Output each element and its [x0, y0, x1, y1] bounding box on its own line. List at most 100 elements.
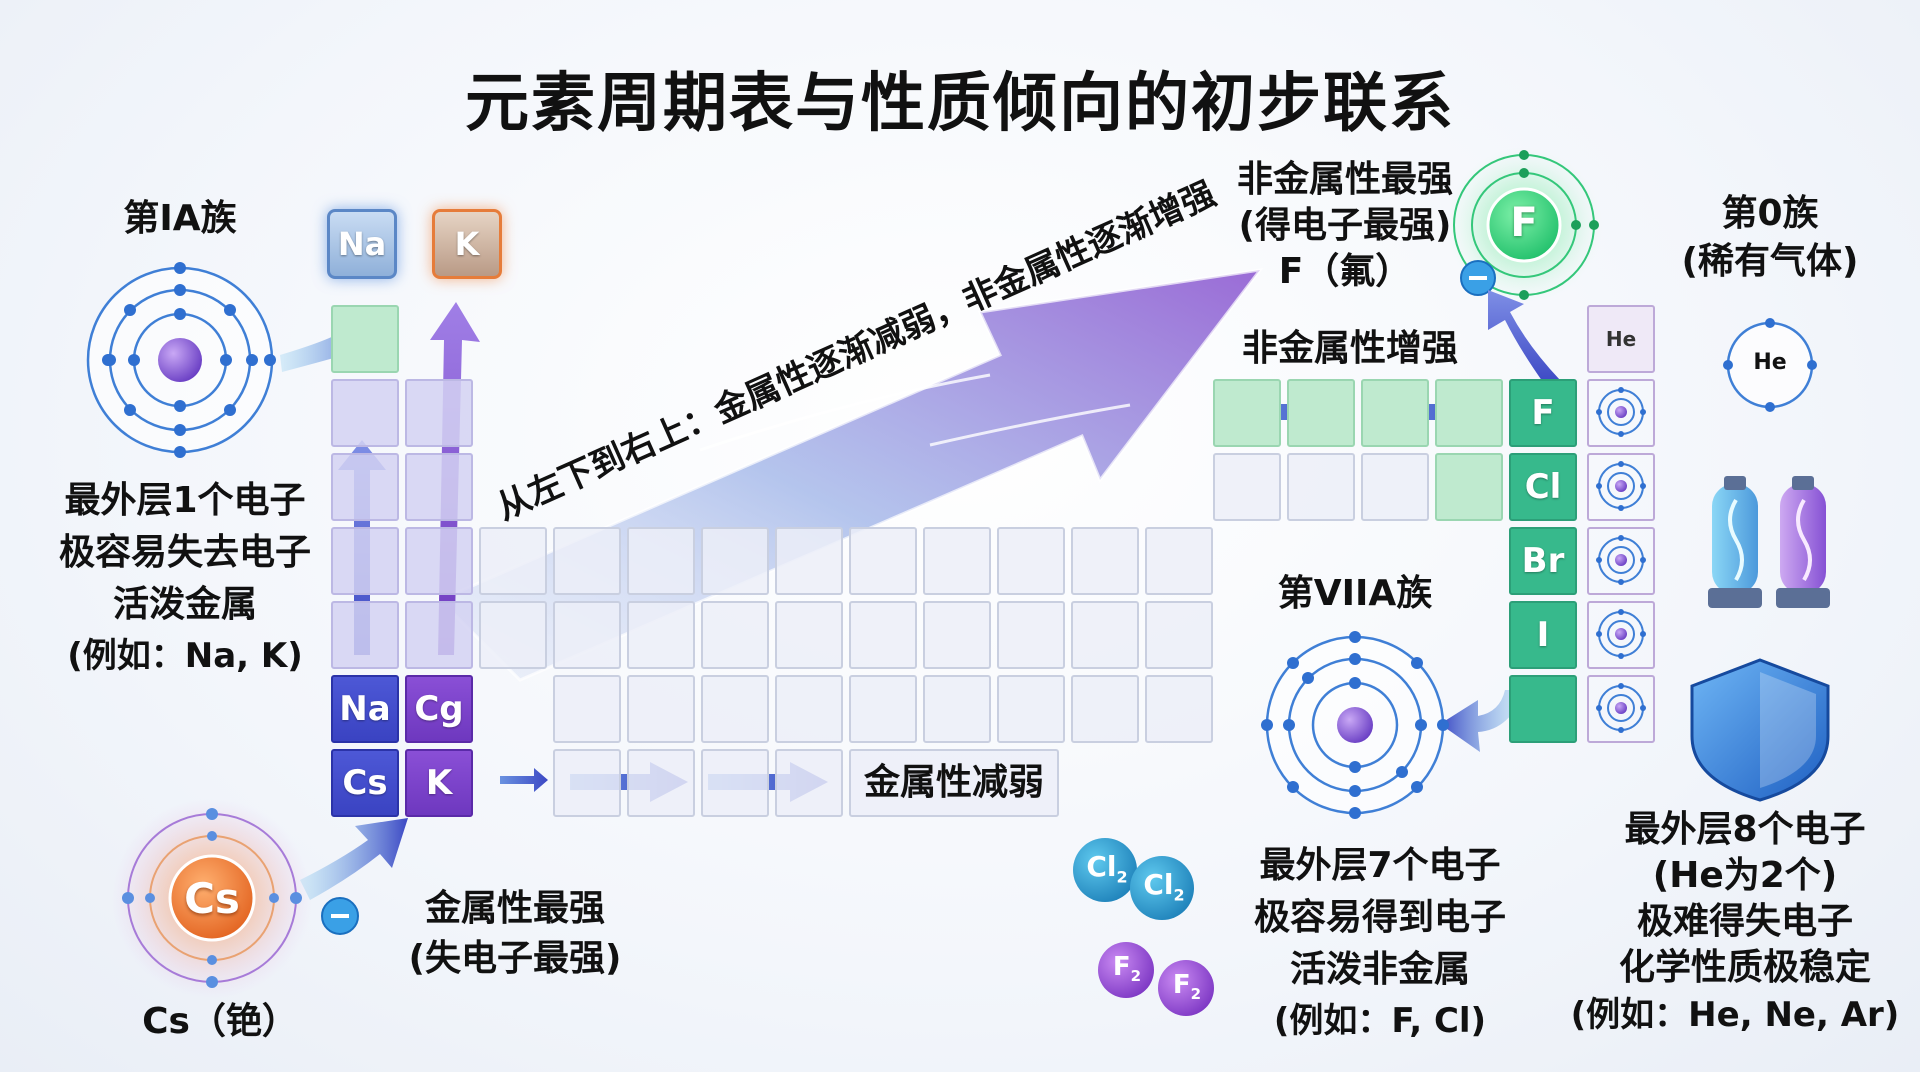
metal-cell-symbol: Cs	[342, 763, 388, 803]
group-viia-line: 最外层7个电子	[1259, 845, 1501, 886]
cs-strongest-line: (失电子最强)	[408, 938, 622, 979]
grid-cell	[849, 601, 917, 669]
shield-icon	[1690, 658, 1830, 802]
grid-cell	[405, 601, 473, 669]
metal-cell: K	[405, 749, 473, 817]
group-ia-line: 最外层1个电子	[64, 480, 306, 521]
grid-cell	[997, 527, 1065, 595]
grid-cell	[701, 675, 769, 743]
noble-cell	[1587, 453, 1655, 521]
grid-cell	[1287, 453, 1355, 521]
cs-symbol: Cs	[184, 873, 240, 923]
grid-cell	[627, 675, 695, 743]
grid-cell	[553, 527, 621, 595]
cs-to-cell-arrow	[300, 818, 408, 900]
grid-cell	[1213, 453, 1281, 521]
halogen-cell: F	[1509, 379, 1577, 447]
grid-cell	[923, 675, 991, 743]
group-0-line: (He为2个)	[1652, 855, 1838, 896]
group-ia-line: (例如：Na, K)	[67, 636, 303, 676]
grid-cell	[331, 453, 399, 521]
grid-cell	[775, 749, 843, 817]
grid-cell	[775, 601, 843, 669]
halogen-cell: I	[1509, 601, 1577, 669]
metal-cell-symbol: Cg	[414, 689, 464, 729]
metal-cell: Cg	[405, 675, 473, 743]
grid-cell	[775, 527, 843, 595]
metal-weaken-arrow	[500, 768, 548, 792]
noble-cell	[1587, 601, 1655, 669]
fluorine-heading-line: (得电子最强)	[1238, 205, 1452, 246]
group-0-line: 化学性质极稳定	[1618, 947, 1871, 988]
group-0-heading-line: (稀有气体)	[1681, 241, 1859, 282]
helium-atom-symbol: He	[1753, 350, 1787, 375]
group-viia-line: 极容易得到电子	[1253, 897, 1506, 938]
group-0-line: (例如：He, Ne, Ar)	[1570, 995, 1900, 1035]
halogen-cell: Cl	[1509, 453, 1577, 521]
grid-cell	[997, 601, 1065, 669]
f2-label: F2	[1112, 952, 1142, 986]
grid-cell	[701, 749, 769, 817]
noble-cell-symbol: He	[1605, 327, 1637, 351]
grid-cell	[405, 379, 473, 447]
grid-cell	[923, 527, 991, 595]
group-0-line: 最外层8个电子	[1624, 809, 1866, 850]
halogen-symbol: Cl	[1524, 467, 1562, 507]
k-chip: K	[432, 209, 502, 279]
halogen-symbol: F	[1531, 393, 1555, 433]
noble-cell: He	[1587, 305, 1655, 373]
grid-cell	[627, 601, 695, 669]
cs-atom	[112, 798, 312, 998]
group-ia-line: 极容易失去电子	[58, 532, 311, 573]
f2-molecule	[1098, 942, 1214, 1016]
grid-cell	[1071, 675, 1139, 743]
fluorine-heading-line: F（氟）	[1278, 251, 1412, 292]
fluorine-atom-symbol: F	[1510, 200, 1538, 246]
gas-tube-icon	[1776, 476, 1830, 608]
grid-cell	[1145, 527, 1213, 595]
grid-cell	[1361, 379, 1429, 447]
metal-cell-symbol: K	[425, 763, 453, 803]
cs-caption: Cs（铯）	[142, 1001, 298, 1042]
cl2-label: Cl2	[1143, 868, 1185, 905]
fluorine-electron	[1460, 260, 1496, 296]
page-title: 元素周期表与性质倾向的初步联系	[465, 67, 1455, 141]
group-0-line: 极难得失电子	[1636, 901, 1853, 942]
halogen-symbol: I	[1536, 615, 1550, 655]
grid-cell	[479, 601, 547, 669]
na-chip: Na	[327, 209, 397, 279]
grid-cell	[1071, 527, 1139, 595]
grid-cell	[1435, 379, 1503, 447]
grid-cell	[553, 601, 621, 669]
f2-label: F2	[1172, 970, 1202, 1004]
grid-cell	[331, 527, 399, 595]
noble-cell	[1587, 675, 1655, 743]
cs-free-electron	[321, 897, 359, 935]
noble-mini-atom	[1596, 683, 1646, 733]
grid-cell	[923, 601, 991, 669]
group-viia-line: (例如：F, Cl)	[1273, 1001, 1487, 1041]
grid-cell	[849, 675, 917, 743]
fluorine-heading-line: 非金属性最强	[1236, 159, 1453, 200]
diagonal-streak	[929, 403, 1131, 447]
noble-mini-atom	[1596, 461, 1646, 511]
f-to-atom-arrow	[1488, 290, 1560, 385]
metal-cell-symbol: Na	[339, 689, 391, 729]
metal-cell: Na	[331, 675, 399, 743]
grid-cell	[405, 453, 473, 521]
group-ia-atom	[86, 262, 276, 458]
gas-tube-icon	[1708, 476, 1762, 608]
grid-cell	[997, 675, 1065, 743]
grid-cell	[1287, 379, 1355, 447]
grid-cell	[701, 601, 769, 669]
cl2-label: Cl2	[1086, 850, 1128, 887]
halogen-to-atom-arrow	[1440, 690, 1525, 752]
grid-cell	[1435, 453, 1503, 521]
grid-cell	[1145, 601, 1213, 669]
nonmetal-increase-label: 非金属性增强	[1241, 328, 1458, 369]
metal-cell: Cs	[331, 749, 399, 817]
noble-mini-atom	[1596, 387, 1646, 437]
grid-cell	[331, 305, 399, 373]
cs-strongest-line: 金属性最强	[424, 888, 605, 929]
